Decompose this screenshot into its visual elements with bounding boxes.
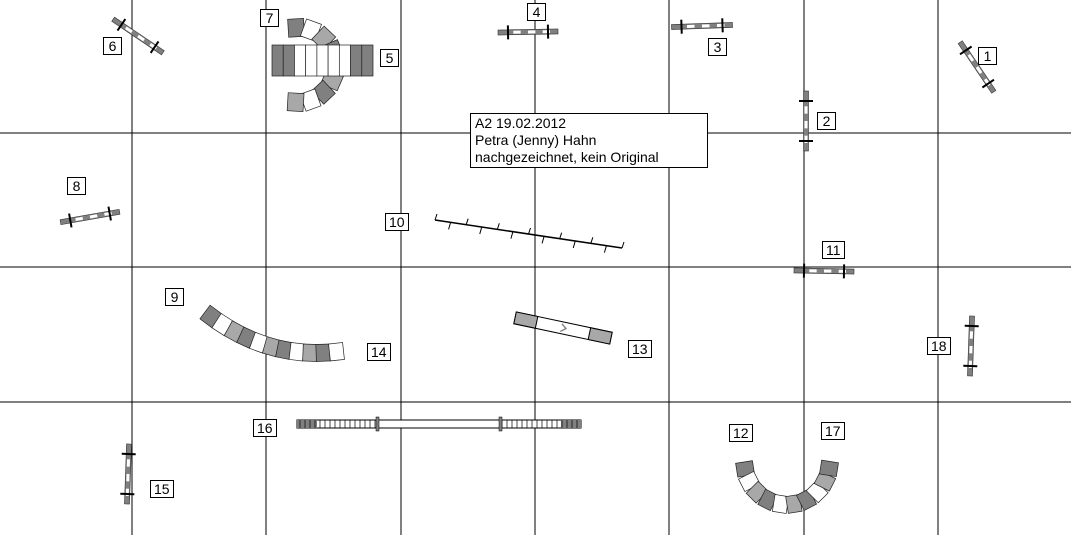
seesaw-13: [513, 311, 613, 345]
jump-2: [799, 90, 813, 152]
tunnel-segment: [282, 44, 295, 77]
jump-bar-stripe: [75, 216, 84, 222]
jump-6: [111, 16, 165, 56]
jump-bar-stripe: [804, 106, 808, 114]
course-info-box: A2 19.02.2012 Petra (Jenny) Hahn nachgez…: [470, 113, 708, 168]
obstacles: [59, 16, 997, 514]
course-info-class-date: A2 19.02.2012: [475, 115, 567, 131]
jump-bar-stripe: [126, 459, 131, 467]
number-label-16: 16: [253, 419, 277, 437]
tunnel-segment: [302, 343, 318, 362]
jump-3: [671, 18, 733, 34]
jump-wing: [116, 18, 127, 32]
number-label-15: 15: [150, 480, 174, 498]
contact-zone: [587, 327, 613, 345]
course-info-note: nachgezeichnet, kein Original: [475, 149, 659, 165]
tunnel-12: [735, 459, 839, 514]
weave-pole: [448, 222, 452, 230]
tunnel-segment: [305, 44, 318, 77]
tunnel-5: [271, 44, 374, 77]
weave-pole: [541, 236, 545, 244]
tunnel-segment: [271, 44, 284, 77]
course-info-judge: Petra (Jenny) Hahn: [475, 132, 597, 148]
tunnel-9: [199, 304, 345, 362]
jump-bar-stripe: [701, 24, 710, 28]
number-label-6: 6: [103, 37, 122, 55]
number-label-10: 10: [385, 213, 409, 231]
jump-bar-stripe: [126, 473, 130, 482]
dogwalk-16: [296, 416, 582, 432]
weave-pole: [528, 227, 531, 235]
jump-wing: [149, 40, 160, 54]
jump-bar-stripe: [137, 34, 145, 42]
weave-pole: [479, 226, 483, 235]
weave-pole: [510, 231, 514, 239]
number-label-13: 13: [628, 340, 652, 358]
contact-zone: [513, 311, 539, 329]
jump-wing: [107, 206, 112, 221]
weave-pole: [621, 241, 625, 249]
tunnel-segment: [338, 44, 351, 77]
jump-4: [497, 24, 559, 40]
jump-bar-stripe: [975, 66, 983, 74]
contact-zone: [297, 420, 317, 428]
number-label-4: 4: [527, 3, 546, 21]
jump-bar-stripe: [823, 269, 832, 273]
jump-wing: [959, 45, 973, 56]
jump-11: [793, 263, 855, 279]
jump-8: [59, 206, 121, 228]
dogwalk-support: [375, 416, 380, 432]
weave-poles-10: [434, 213, 625, 253]
tunnel-segment: [819, 459, 839, 478]
tunnel-segment: [316, 44, 329, 77]
number-label-14: 14: [367, 343, 391, 361]
weave-pole: [496, 223, 500, 230]
contact-zone: [561, 420, 581, 428]
jump-bar-stripe: [969, 345, 973, 354]
jump-1: [957, 40, 997, 94]
number-label-18: 18: [927, 337, 951, 355]
tunnel-segment: [315, 343, 331, 362]
weave-pole: [603, 245, 607, 253]
jump-bar-stripe: [804, 121, 808, 129]
jump-bar-stripe: [527, 30, 536, 34]
tunnel-segment: [350, 44, 363, 77]
number-label-5: 5: [380, 49, 399, 67]
jump-18: [963, 315, 979, 377]
jump-bar-stripe: [89, 214, 98, 219]
weave-pole: [590, 237, 594, 244]
number-label-9: 9: [165, 288, 184, 306]
dogwalk-support: [498, 416, 503, 432]
tunnel-segment: [288, 342, 305, 362]
number-label-8: 8: [67, 177, 86, 195]
number-label-1: 1: [978, 47, 997, 65]
tunnel-segment: [361, 44, 374, 77]
jump-bar-stripe: [969, 331, 974, 339]
weave-pole: [434, 213, 438, 221]
tunnel-segment: [328, 342, 345, 362]
jump-bar-stripe: [809, 269, 817, 273]
tunnel-segment: [294, 44, 307, 77]
dogwalk-plank: [296, 419, 582, 429]
jump-bar-stripe: [967, 54, 975, 62]
number-label-3: 3: [708, 38, 727, 56]
jump-bar-stripe: [686, 24, 695, 29]
jump-15: [120, 443, 136, 505]
number-label-2: 2: [817, 112, 836, 130]
number-label-7: 7: [260, 9, 279, 27]
jump-wing: [981, 78, 995, 89]
seesaw-pivot: [559, 323, 568, 333]
jump-bar-stripe: [513, 30, 521, 34]
weave-pole: [572, 240, 576, 249]
jump-bar-stripe: [125, 26, 133, 34]
number-label-12: 12: [729, 424, 753, 442]
tunnel-segment: [327, 44, 340, 77]
tunnel-segment: [286, 92, 305, 112]
number-label-17: 17: [821, 422, 845, 440]
number-label-11: 11: [822, 241, 845, 259]
jump-wing: [68, 213, 73, 228]
weave-pole: [465, 218, 469, 225]
weave-pole: [559, 232, 563, 239]
